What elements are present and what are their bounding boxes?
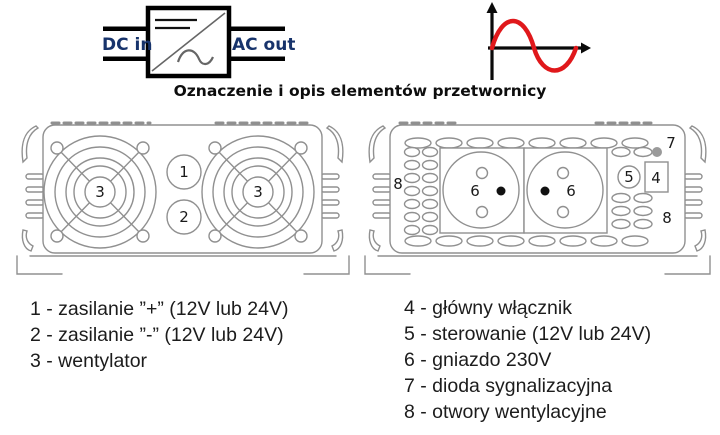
legend-rear-view: 4 - główny włącznik 5 - sterowanie (12V … <box>404 295 651 425</box>
ac-symbol-icon <box>176 49 215 66</box>
converter-diagonal <box>151 12 226 72</box>
fan-grille-left <box>43 135 157 249</box>
inverter-rear-view: 6 6 5 4 7 8 8 <box>364 121 711 275</box>
legend-item-7: 7 - dioda sygnalizacyjna <box>404 375 613 397</box>
mounting-claws <box>368 125 707 252</box>
dc-symbol-icon <box>155 18 197 30</box>
fan-grille-right <box>201 135 315 249</box>
callout-vents-left: 8 <box>393 175 403 193</box>
legend-item-2: 2 - zasilanie ”-” (12V lub 24V) <box>30 324 284 346</box>
graph-axes <box>486 2 591 80</box>
callout-vents-right: 8 <box>662 209 672 227</box>
mounting-feet <box>16 255 350 275</box>
callout-control: 5 <box>624 168 634 186</box>
main-switch <box>644 161 669 193</box>
power-socket-left <box>439 147 525 234</box>
sine-wave-graph <box>486 2 591 80</box>
mounting-feet <box>364 255 711 275</box>
earth-pin <box>496 186 506 196</box>
callout-negative: 2 <box>179 208 189 226</box>
callout-fan-right: 3 <box>253 183 263 201</box>
legend-item-8: 8 - otwory wentylacyjne <box>404 401 607 423</box>
dc-ac-converter-symbol: DC in AC out <box>102 5 295 79</box>
callout-socket-left: 6 <box>470 182 480 200</box>
control-connector <box>617 165 641 189</box>
legend-item-3: 3 - wentylator <box>30 350 148 372</box>
legend-item-4: 4 - główny włącznik <box>404 297 572 319</box>
mounting-claws <box>21 125 344 252</box>
legend-front-view: 1 - zasilanie ”+” (12V lub 24V) 2 - zasi… <box>30 296 289 374</box>
earth-pin <box>540 186 550 196</box>
sine-wave-curve <box>489 18 579 73</box>
callout-switch: 4 <box>651 169 661 187</box>
callout-socket-right: 6 <box>566 182 576 200</box>
inverter-front-view: 3 3 1 2 <box>16 121 350 275</box>
terminal-negative <box>166 199 202 235</box>
legend-item-6: 6 - gniazdo 230V <box>404 349 552 371</box>
ac-out-label: AC out <box>232 35 295 55</box>
callout-led: 7 <box>666 134 676 152</box>
dc-input-bus <box>103 26 148 61</box>
led-indicator <box>652 147 662 157</box>
diagram-title: Oznaczenie i opis elementów przetwornicy <box>173 82 547 100</box>
callout-fan-left: 3 <box>95 183 105 201</box>
vent-holes <box>403 137 653 247</box>
power-socket-right <box>523 147 608 234</box>
legend-item-5: 5 - sterowanie (12V lub 24V) <box>404 323 652 345</box>
legend-item-1: 1 - zasilanie ”+” (12V lub 24V) <box>30 298 289 320</box>
terminal-positive <box>166 154 202 190</box>
callout-positive: 1 <box>179 163 189 181</box>
ac-output-bus <box>229 26 285 61</box>
dc-in-label: DC in <box>102 35 152 55</box>
